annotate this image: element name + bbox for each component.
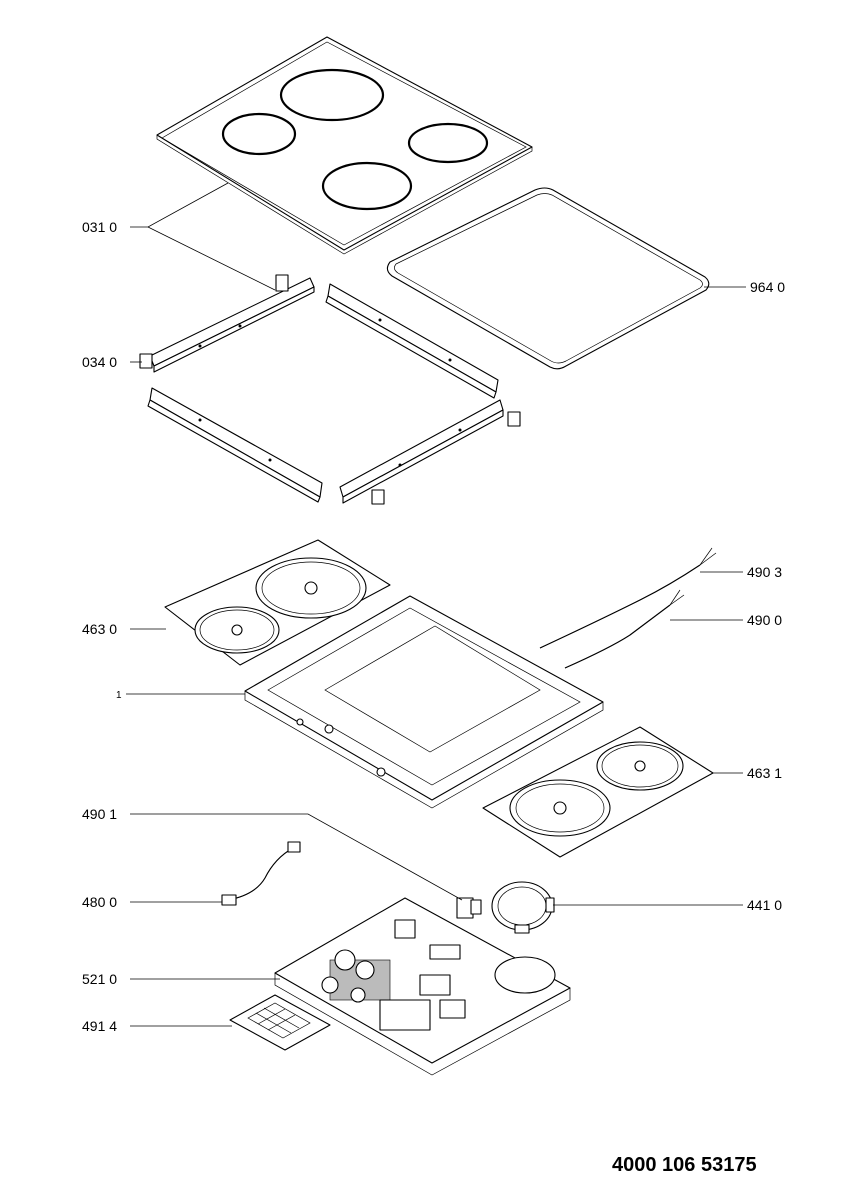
leader-lines — [126, 182, 746, 1027]
label-463-0: 463 0 — [82, 621, 117, 637]
mains-cables — [539, 547, 717, 669]
label-480-0: 480 0 — [82, 894, 117, 910]
terminal-connector — [456, 897, 482, 919]
cooling-fan — [491, 881, 555, 934]
glass-ceramic-top — [156, 36, 533, 255]
document-number: 4000 106 53175 — [612, 1154, 757, 1176]
frame-rails — [139, 274, 521, 505]
electronics-housing — [274, 897, 571, 1076]
label-491-4: 491 4 — [82, 1018, 117, 1034]
label-463-1: 463 1 — [747, 765, 782, 781]
induction-coil-plate-left — [164, 539, 391, 666]
label-031-0: 031 0 — [82, 219, 117, 235]
label-1: 1 — [116, 690, 122, 701]
seal-frame — [386, 187, 710, 370]
carrier-frame — [244, 595, 604, 809]
induction-coil-plate-right — [482, 726, 714, 858]
label-441-0: 441 0 — [747, 897, 782, 913]
label-490-0: 490 0 — [747, 612, 782, 628]
filter-grille — [229, 994, 331, 1051]
ribbon-cable — [221, 841, 301, 906]
label-490-1: 490 1 — [82, 806, 117, 822]
label-521-0: 521 0 — [82, 971, 117, 987]
label-964-0: 964 0 — [750, 279, 785, 295]
label-490-3: 490 3 — [747, 564, 782, 580]
label-034-0: 034 0 — [82, 354, 117, 370]
